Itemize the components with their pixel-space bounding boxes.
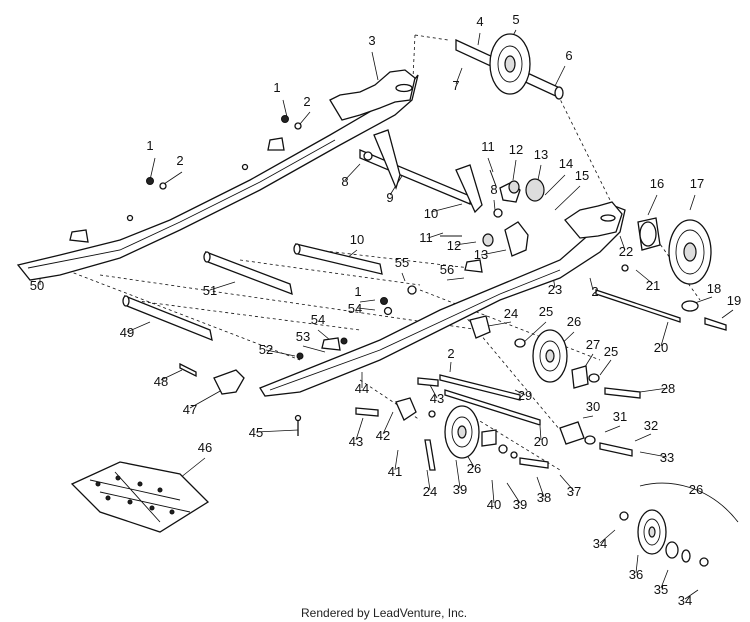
callout-c45: 45 (249, 425, 263, 440)
callout-c40: 40 (487, 497, 501, 512)
callout-c3: 3 (368, 33, 375, 48)
callout-c21: 21 (646, 278, 660, 293)
callout-c20a: 20 (654, 340, 668, 355)
front-arms (363, 129, 545, 257)
leader-lines (39, 29, 734, 600)
callout-c30: 30 (586, 399, 600, 414)
callout-c34a: 34 (593, 536, 607, 551)
callout-c28: 28 (661, 381, 675, 396)
callout-c1a: 1 (273, 80, 280, 95)
callout-c12a: 12 (509, 142, 523, 157)
callout-c13a: 13 (534, 147, 548, 162)
callout-c17: 17 (690, 176, 704, 191)
wheel-kit-26-inset (619, 482, 739, 567)
callout-c12b: 12 (447, 238, 461, 253)
cross-shafts (122, 149, 471, 342)
lower-idler-parts (355, 377, 633, 471)
callout-c46: 46 (198, 440, 212, 455)
right-rail (259, 201, 626, 397)
callout-c2c: 2 (591, 284, 598, 299)
callout-c24b: 24 (423, 484, 437, 499)
callout-c22: 22 (619, 244, 633, 259)
callout-c10a: 10 (424, 206, 438, 221)
callout-c52: 52 (259, 342, 273, 357)
callout-c38: 38 (537, 490, 551, 505)
callout-c42: 42 (376, 428, 390, 443)
callout-c18: 18 (707, 281, 721, 296)
callout-c29: 29 (518, 388, 532, 403)
callout-c54b: 54 (311, 312, 325, 327)
callout-c7: 7 (452, 78, 459, 93)
callout-c1c: 1 (354, 284, 361, 299)
callout-c50: 50 (30, 278, 44, 293)
callout-c32: 32 (644, 418, 658, 433)
front-idler-wheel (595, 217, 727, 331)
callout-c56: 56 (440, 262, 454, 277)
callout-c39a: 39 (453, 482, 467, 497)
callout-c51: 51 (203, 283, 217, 298)
callout-c25a: 25 (539, 304, 553, 319)
callout-c5: 5 (512, 12, 519, 27)
callout-c26b: 26 (467, 461, 481, 476)
callout-c55: 55 (395, 255, 409, 270)
callout-c19: 19 (727, 293, 741, 308)
callout-c1b: 1 (146, 138, 153, 153)
callout-c33: 33 (660, 450, 674, 465)
callout-c9: 9 (386, 190, 393, 205)
callout-c53: 53 (296, 329, 310, 344)
callout-c31: 31 (613, 409, 627, 424)
callout-c4: 4 (476, 14, 483, 29)
middle-idler-parts (439, 315, 641, 401)
callout-c37: 37 (567, 484, 581, 499)
callout-c14: 14 (559, 156, 573, 171)
callout-c15: 15 (575, 168, 589, 183)
callout-c16: 16 (650, 176, 664, 191)
callout-c6: 6 (565, 48, 572, 63)
callout-c44: 44 (355, 381, 369, 396)
callout-c48: 48 (154, 374, 168, 389)
callout-c20b: 20 (534, 434, 548, 449)
callout-c36: 36 (629, 567, 643, 582)
callout-c24a: 24 (504, 306, 518, 321)
callout-c34b: 34 (678, 593, 692, 608)
callout-c43b: 43 (349, 434, 363, 449)
callout-c23: 23 (548, 282, 562, 297)
callout-c39b: 39 (513, 497, 527, 512)
rear-axle-wheel (455, 33, 564, 100)
callout-c27: 27 (586, 337, 600, 352)
scraper-46 (70, 461, 210, 533)
callout-c26c: 26 (689, 482, 703, 497)
callout-c43a: 43 (430, 391, 444, 406)
front-bracket (179, 362, 302, 436)
callout-c2b: 2 (176, 153, 183, 168)
dashed-guide-lines (39, 34, 701, 471)
callout-c13b: 13 (474, 247, 488, 262)
callout-c2a: 2 (303, 94, 310, 109)
callout-c47: 47 (183, 402, 197, 417)
callout-c8b: 8 (490, 182, 497, 197)
left-rail (16, 69, 419, 281)
callout-c41: 41 (388, 464, 402, 479)
callout-c35: 35 (654, 582, 668, 597)
callout-c2d: 2 (447, 346, 454, 361)
callout-c26a: 26 (567, 314, 581, 329)
callout-c25b: 25 (604, 344, 618, 359)
callout-c49: 49 (120, 325, 134, 340)
callout-c11b: 11 (419, 230, 433, 245)
callout-c54a: 54 (348, 301, 362, 316)
credit-text: Rendered by LeadVenture, Inc. (301, 606, 467, 620)
callout-c10b: 10 (350, 232, 364, 247)
callout-c11a: 11 (481, 139, 495, 154)
callout-c8a: 8 (341, 174, 348, 189)
